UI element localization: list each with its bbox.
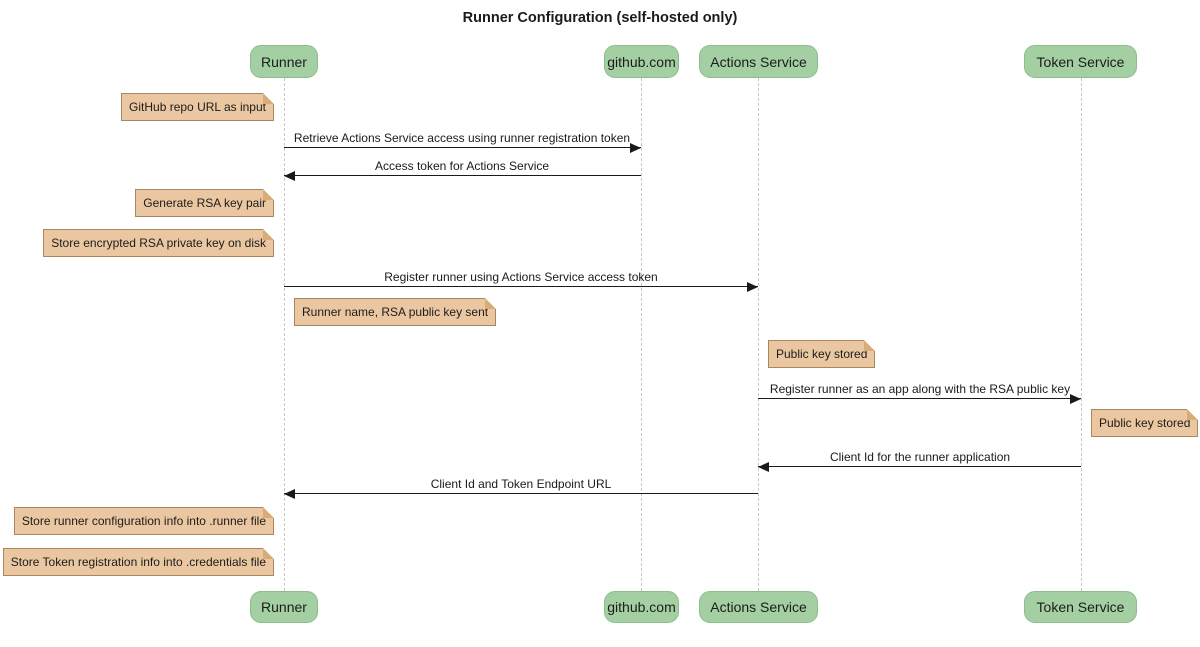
- diagram-title: Runner Configuration (self-hosted only): [462, 10, 738, 26]
- arrowhead-right-icon: [1070, 394, 1081, 404]
- participant-actions-service-bottom: Actions Service: [699, 591, 818, 623]
- lifeline-token-service: [1081, 78, 1082, 591]
- participant-runner-top: Runner: [250, 45, 318, 78]
- message-line: [284, 286, 758, 287]
- arrowhead-left-icon: [284, 171, 295, 181]
- arrowhead-left-icon: [758, 462, 769, 472]
- note: Store runner configuration info into .ru…: [13, 507, 275, 535]
- participant-github-bottom: github.com: [604, 591, 679, 623]
- lifeline-actions-service: [758, 78, 759, 591]
- arrowhead-right-icon: [630, 143, 641, 153]
- note: Generate RSA key pair: [135, 189, 274, 217]
- participant-token-service-top: Token Service: [1024, 45, 1137, 78]
- arrowhead-left-icon: [284, 489, 295, 499]
- message-line: [284, 175, 641, 176]
- message-label: Client Id for the runner application: [829, 450, 1011, 464]
- note: Runner name, RSA public key sent: [294, 298, 497, 326]
- message-label: Client Id and Token Endpoint URL: [430, 477, 612, 491]
- participant-runner-bottom: Runner: [250, 591, 318, 623]
- note: Public key stored: [1091, 409, 1199, 437]
- message-label: Access token for Actions Service: [374, 159, 550, 173]
- message-line: [758, 466, 1081, 467]
- lifeline-runner: [284, 78, 285, 591]
- participant-github-top: github.com: [604, 45, 679, 78]
- arrowhead-right-icon: [747, 282, 758, 292]
- participant-token-service-bottom: Token Service: [1024, 591, 1137, 623]
- message-label: Retrieve Actions Service access using ru…: [293, 131, 631, 145]
- message-line: [758, 398, 1081, 399]
- note: Store Token registration info into .cred…: [2, 548, 275, 576]
- note: Store encrypted RSA private key on disk: [43, 229, 274, 257]
- note: GitHub repo URL as input: [121, 93, 274, 121]
- message-label: Register runner using Actions Service ac…: [384, 270, 658, 284]
- message-line: [284, 147, 641, 148]
- lifeline-github: [641, 78, 642, 591]
- message-label: Register runner as an app along with the…: [769, 382, 1071, 396]
- note: Public key stored: [768, 340, 876, 368]
- participant-actions-service-top: Actions Service: [699, 45, 818, 78]
- message-line: [284, 493, 758, 494]
